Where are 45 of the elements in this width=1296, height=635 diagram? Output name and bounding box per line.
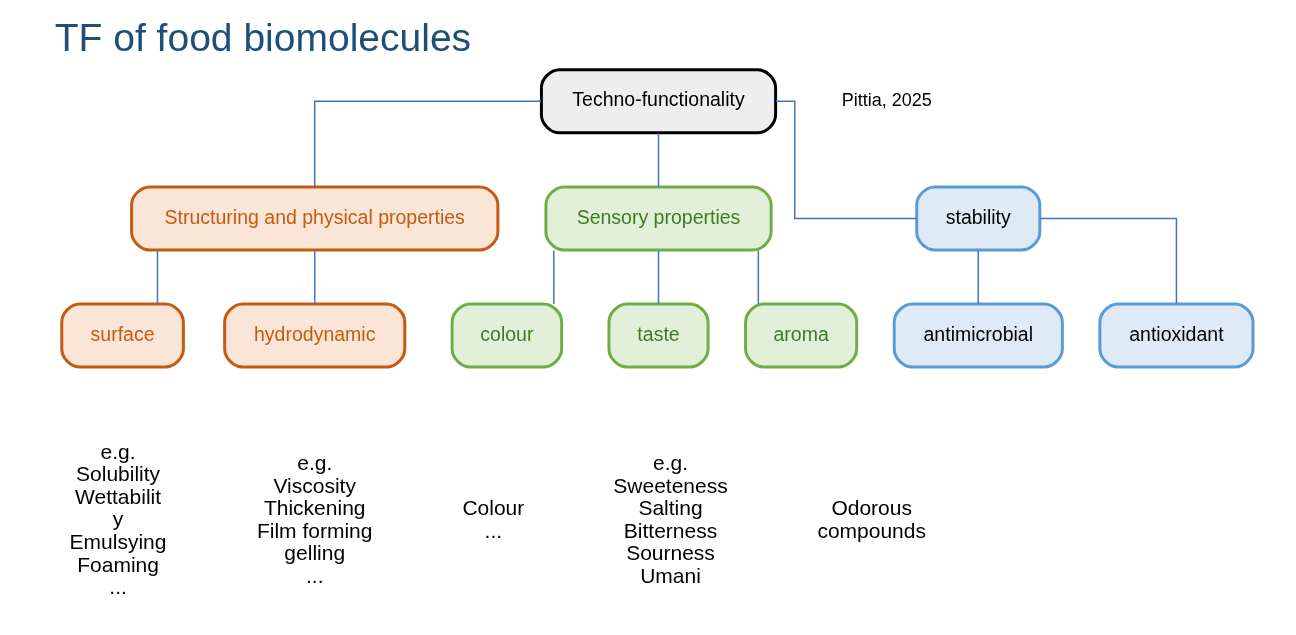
node-label: Emulsying — [69, 529, 167, 553]
node-label: Thickening — [263, 496, 366, 520]
node-label: Sweeteness — [613, 473, 728, 497]
node-label: Colour — [462, 496, 525, 520]
node-label: e.g. — [653, 451, 689, 475]
node-label: compounds — [817, 518, 926, 542]
node-label: Salting — [638, 496, 703, 520]
node-label: Bitterness — [623, 518, 718, 542]
node-label: Viscosity — [273, 473, 356, 497]
node-box: antimicrobial — [892, 302, 1064, 369]
node-label: Sourness — [626, 541, 715, 565]
node-label: y — [112, 507, 124, 531]
node-label: Umani — [640, 563, 701, 587]
node-box: Techno-functionality — [539, 68, 778, 135]
connector — [657, 249, 660, 305]
node-label: Film forming — [256, 518, 373, 542]
connector — [1039, 217, 1178, 305]
node-label: ... — [109, 575, 127, 599]
connector — [553, 249, 555, 305]
node-box: surface — [60, 302, 185, 369]
node-box: stability — [915, 185, 1042, 252]
diagram-title: TF of food biomolecules — [54, 16, 472, 60]
node-label: e.g. — [100, 439, 136, 463]
node-box: aroma — [744, 302, 859, 369]
node-box: antioxidant — [1098, 302, 1255, 369]
node-label: gelling — [284, 541, 346, 565]
label: Pittia, 2025 — [841, 89, 932, 110]
connector — [156, 249, 159, 305]
node-box: Structuring and physical properties — [130, 185, 500, 252]
node-box: hydrodynamic — [223, 302, 407, 369]
node-box: taste — [607, 302, 710, 369]
connector — [657, 132, 660, 188]
node-label: Odorous — [831, 496, 912, 520]
connector — [757, 249, 760, 305]
connector — [314, 100, 542, 188]
node-label: ... — [305, 563, 324, 587]
connector — [977, 249, 979, 305]
node-label: e.g. — [297, 451, 333, 475]
node-label: Foaming — [77, 552, 159, 576]
node-box: Sensory properties — [544, 185, 773, 252]
node-label: ... — [484, 518, 503, 542]
node-label: Wettabilit — [75, 484, 162, 508]
connector — [314, 249, 316, 305]
node-box: colour — [450, 302, 564, 369]
node-label: Solubility — [76, 462, 161, 486]
